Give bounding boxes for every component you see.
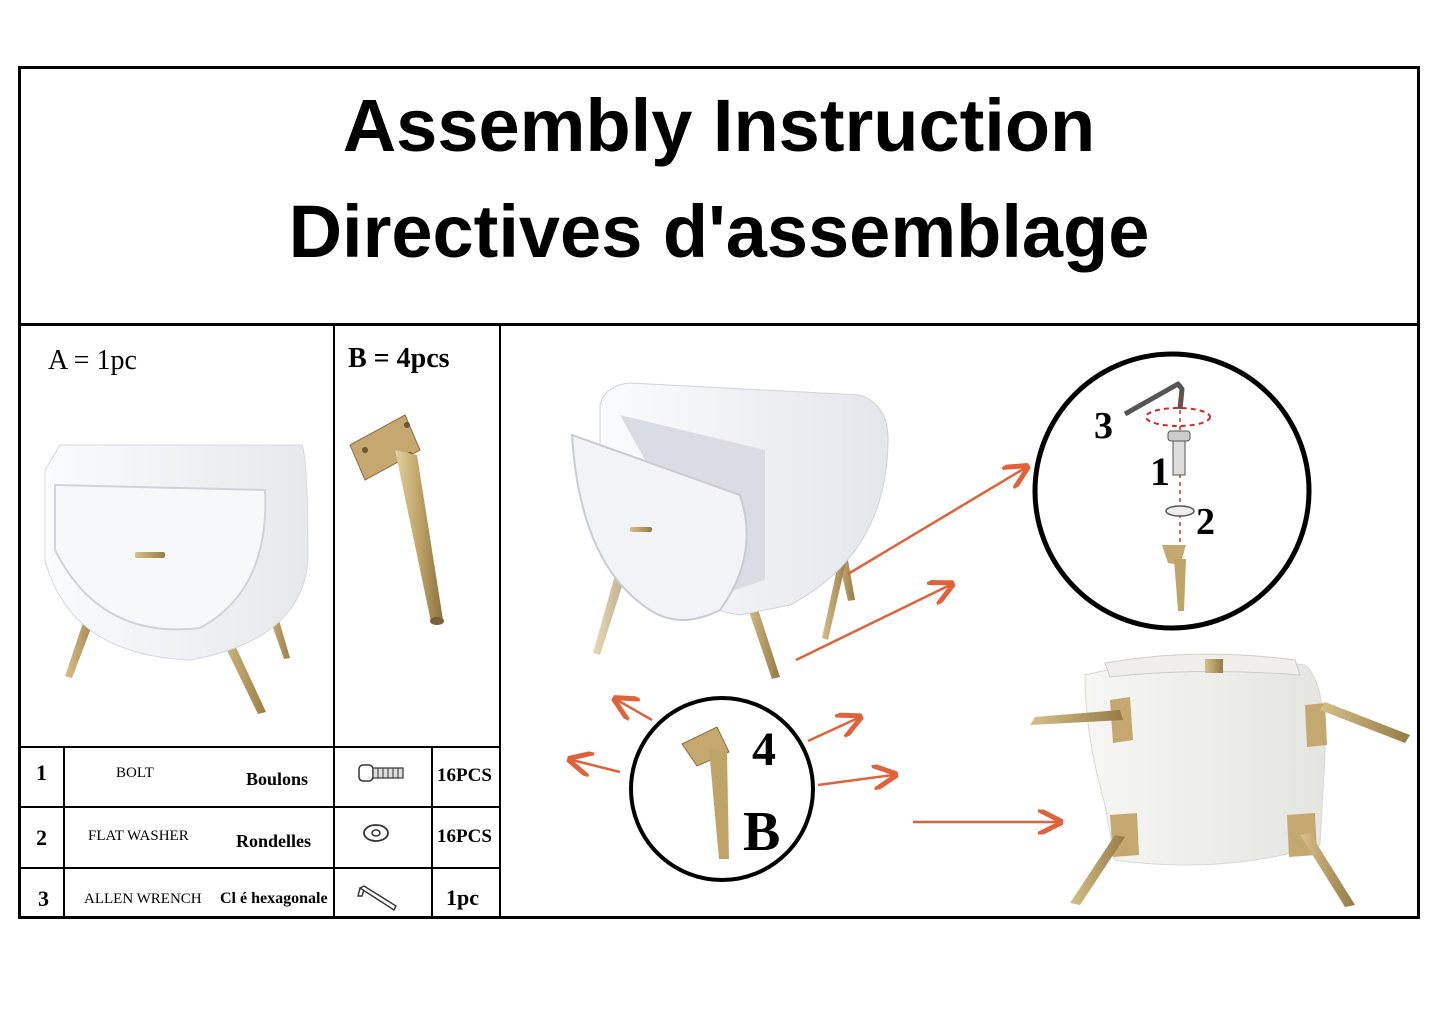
leg-illustration: [349, 414, 444, 625]
part-a-label: A = 1pc: [48, 345, 137, 376]
table-col-no: [63, 746, 65, 919]
row2-english: FLAT WASHER: [88, 828, 189, 844]
bolt-icon: [358, 764, 404, 782]
title-area: Assembly Instruction Directives d'assemb…: [21, 69, 1417, 326]
row1-number: 1: [36, 760, 47, 785]
callout-part: B: [743, 801, 781, 863]
row2-french: Rondelles: [236, 831, 312, 851]
row3-qty: 1pc: [446, 885, 479, 910]
callout-count: 4: [752, 723, 776, 776]
table-row-line-2: [21, 867, 499, 869]
table-row-line-1: [21, 806, 499, 808]
leg-callout-circle: [629, 696, 815, 882]
title-french: Directives d'assemblage: [288, 190, 1150, 273]
row1-english: BOLT: [116, 765, 154, 781]
divider-left-right: [499, 326, 501, 919]
title-english: Assembly Instruction: [342, 84, 1096, 167]
instruction-frame: Assembly Instruction Directives d'assemb…: [18, 66, 1420, 919]
row2-qty: 16PCS: [437, 826, 492, 847]
row3-french: Cl é hexagonale: [220, 890, 328, 907]
nightstand-open-drawer: [570, 382, 889, 679]
nightstand-illustration: [44, 444, 309, 714]
washer-icon: [363, 824, 389, 842]
part-b-label: B = 4pcs: [348, 343, 450, 374]
divider-a-b: [333, 326, 335, 919]
row1-qty: 16PCS: [437, 765, 492, 786]
row3-english: ALLEN WRENCH: [84, 891, 202, 907]
nightstand-inverted: [1030, 653, 1410, 907]
detail-circle: [1032, 351, 1312, 631]
row3-number: 3: [38, 886, 49, 911]
table-top-line: [21, 746, 499, 748]
row2-number: 2: [36, 825, 47, 850]
allen-wrench-icon: [357, 885, 397, 912]
table-col-icon: [431, 746, 433, 919]
detail-step-1: 1: [1150, 449, 1170, 494]
row1-french: Boulons: [246, 769, 309, 789]
detail-step-3: 3: [1094, 405, 1113, 447]
detail-step-2: 2: [1196, 501, 1215, 543]
